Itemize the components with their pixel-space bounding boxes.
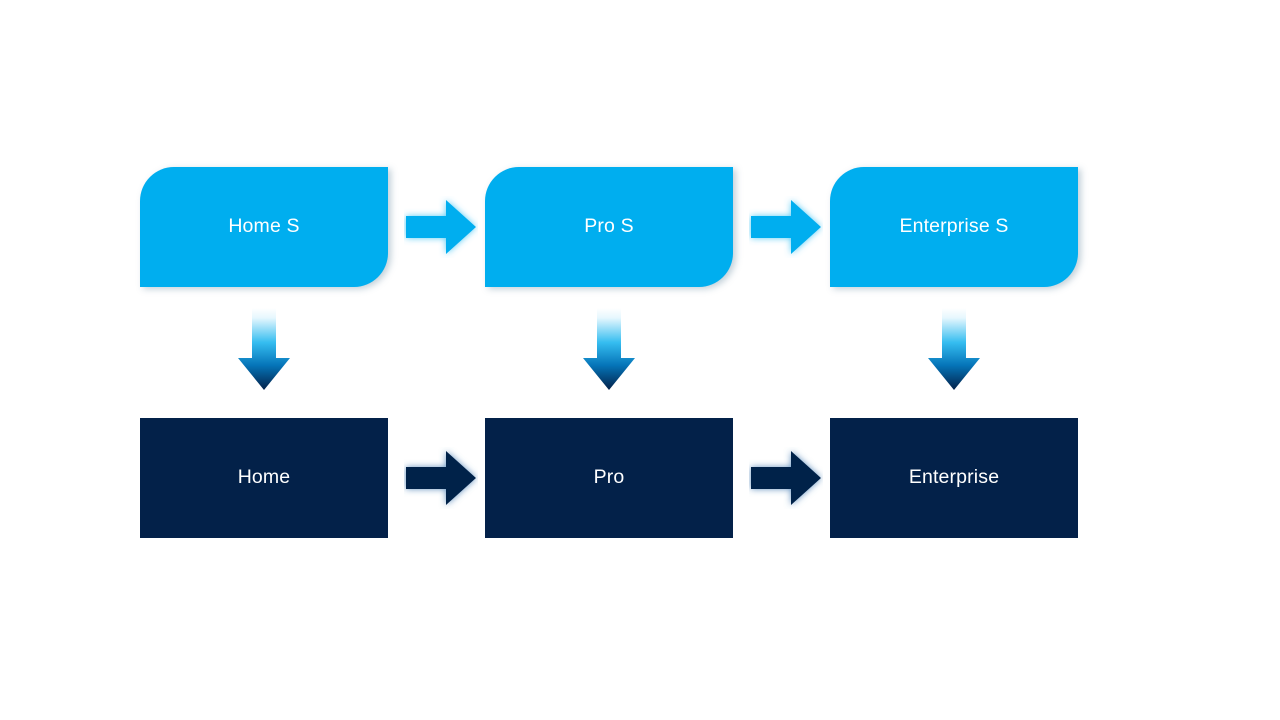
node-home[interactable]: Home (140, 418, 388, 538)
arrow-down-icon (583, 308, 635, 390)
arrow-home-s-to-home (236, 308, 292, 392)
arrow-right-icon (751, 451, 821, 505)
node-pro-s-label: Pro S (584, 215, 634, 238)
node-pro[interactable]: Pro (485, 418, 733, 538)
arrow-down-icon (238, 308, 290, 390)
arrow-pro-to-enterprise (749, 447, 823, 509)
arrow-right-icon (751, 200, 821, 254)
arrow-right-icon (406, 451, 476, 505)
arrow-home-s-to-pro-s (404, 196, 478, 258)
arrow-pro-s-to-enterprise-s (749, 196, 823, 258)
arrow-right-icon (406, 200, 476, 254)
arrow-down-icon (928, 308, 980, 390)
node-home-s[interactable]: Home S (140, 167, 388, 287)
node-enterprise-label: Enterprise (908, 466, 1000, 489)
node-enterprise[interactable]: Enterprise (830, 418, 1078, 538)
node-enterprise-s-label: Enterprise S (899, 215, 1009, 238)
arrow-home-to-pro (404, 447, 478, 509)
node-enterprise-s[interactable]: Enterprise S (830, 167, 1078, 287)
node-home-s-label: Home S (228, 215, 300, 238)
arrow-pro-s-to-pro (581, 308, 637, 392)
node-pro-s[interactable]: Pro S (485, 167, 733, 287)
node-pro-label: Pro (593, 466, 625, 489)
node-home-label: Home (237, 466, 291, 489)
arrow-enterprise-s-to-enterprise (926, 308, 982, 392)
